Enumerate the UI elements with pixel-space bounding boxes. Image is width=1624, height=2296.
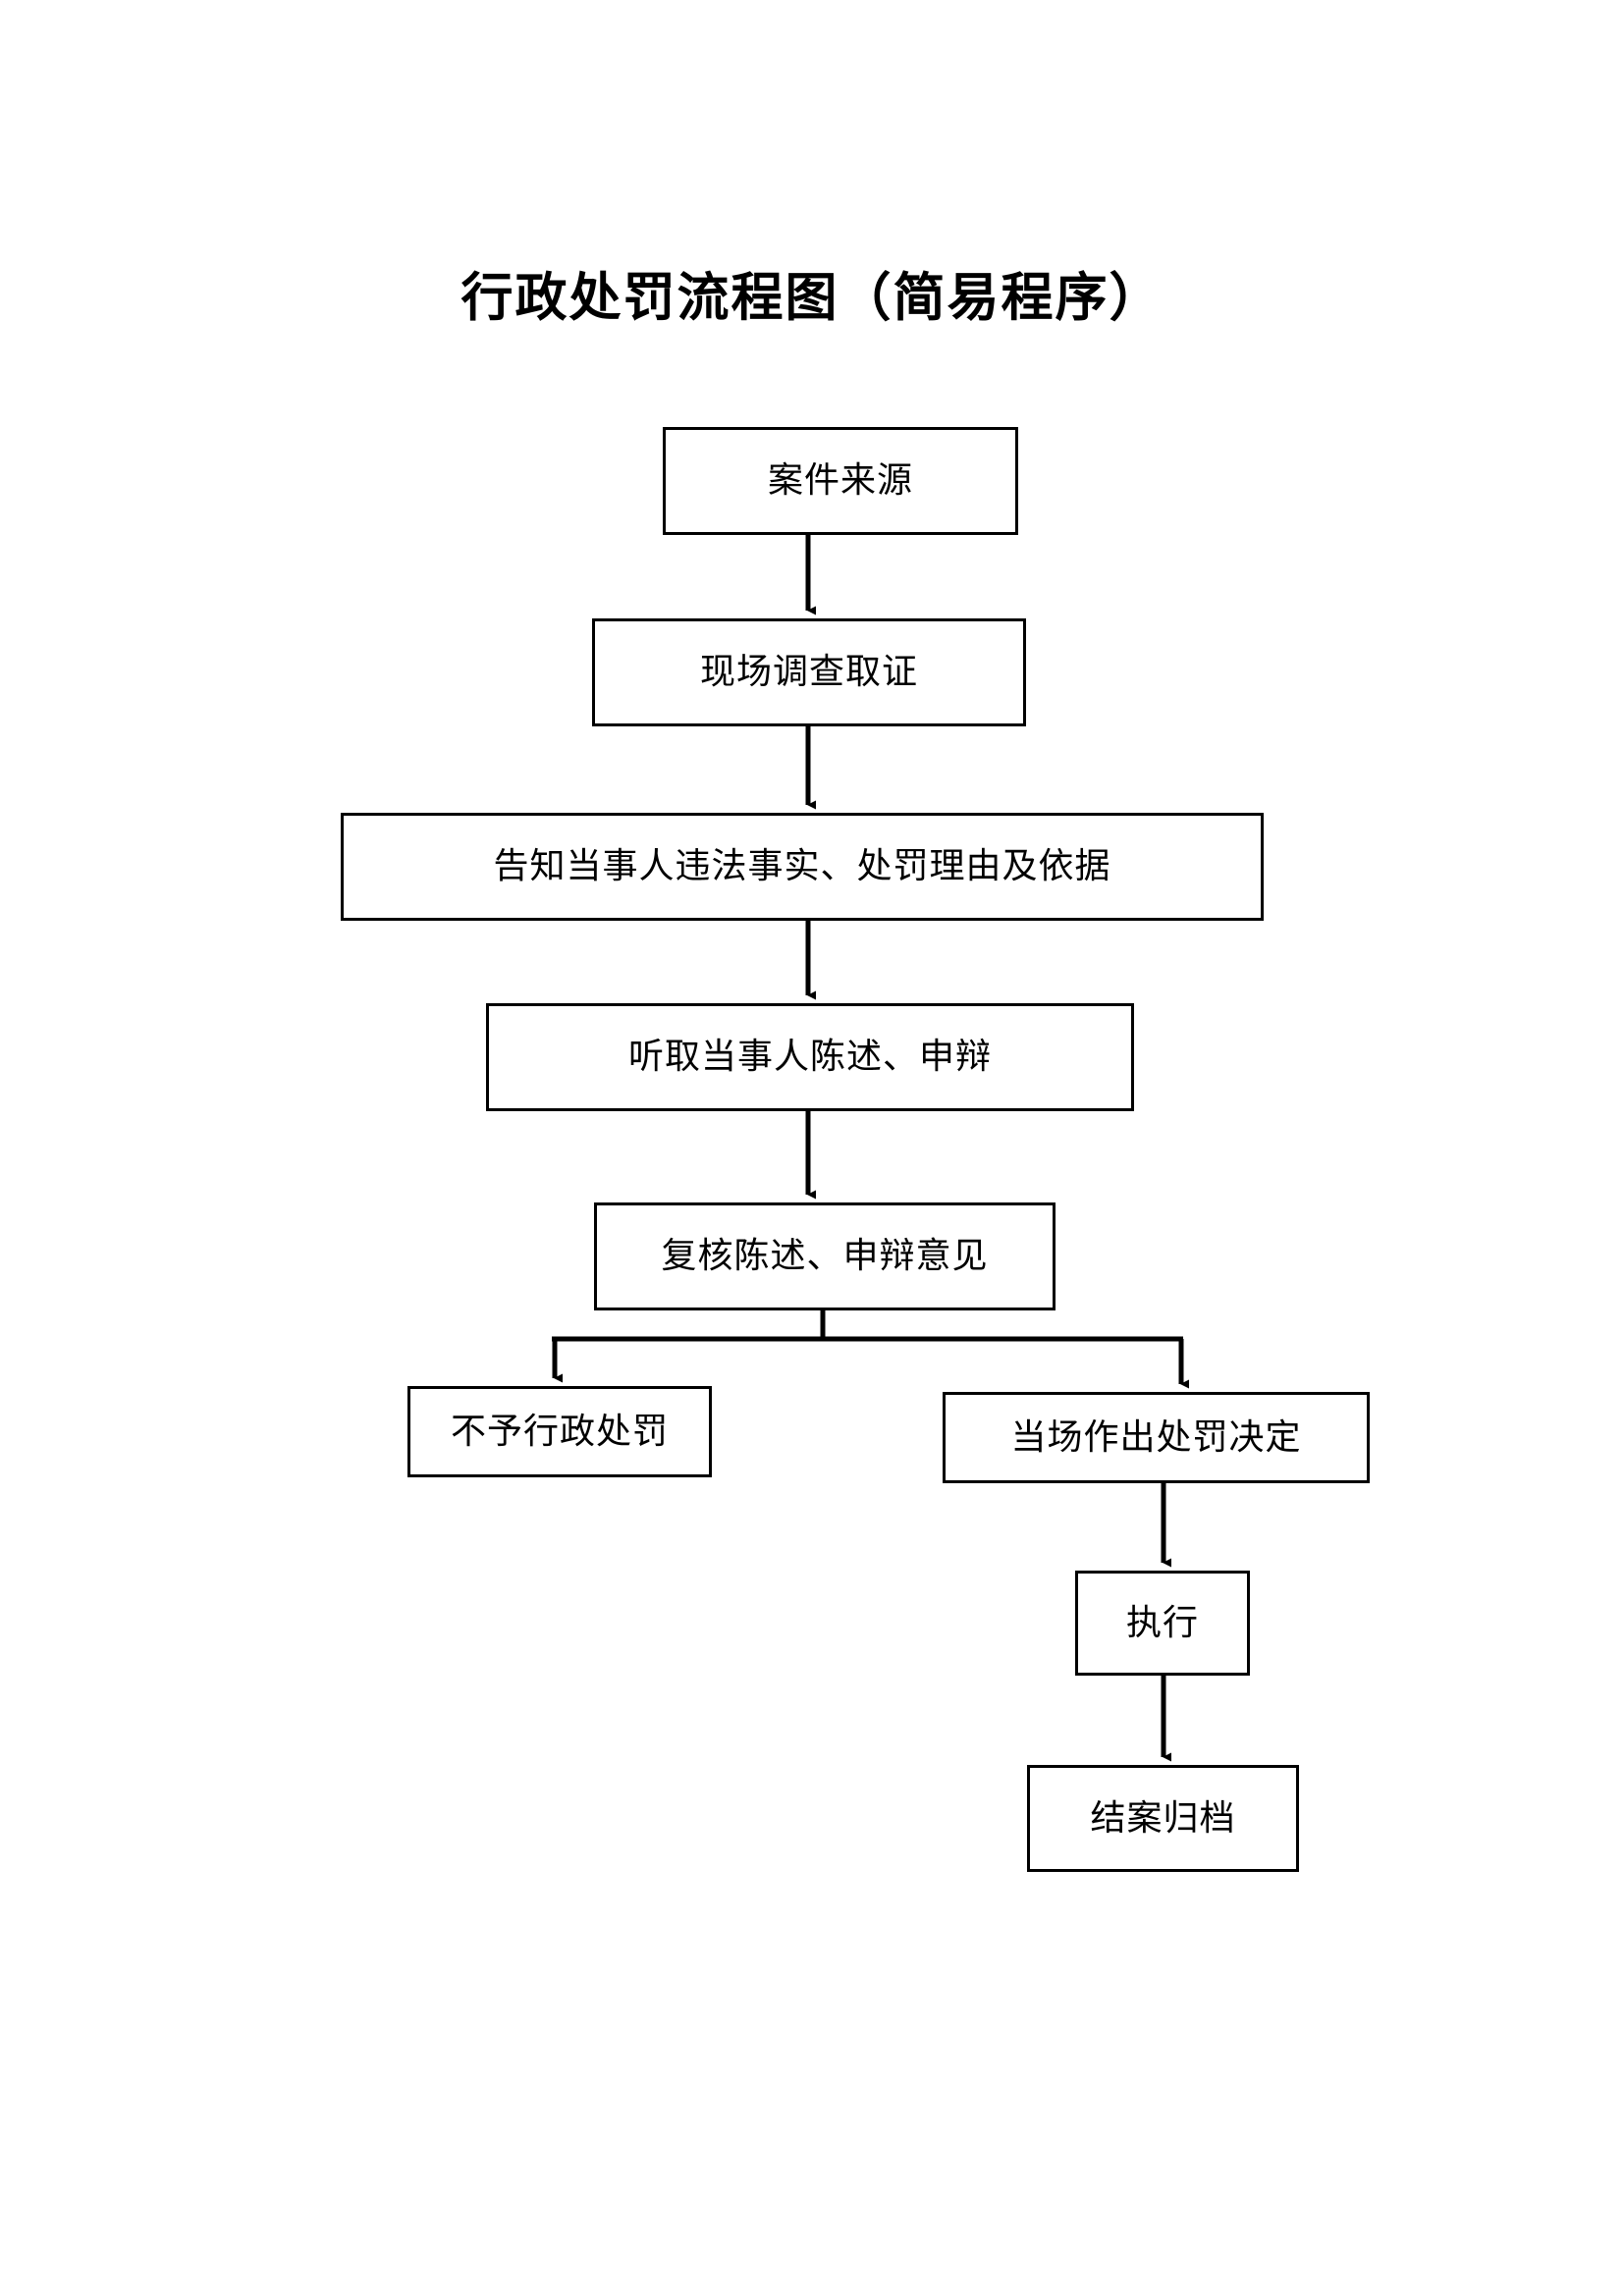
node-no-penalty[interactable]: 不予行政处罚 — [407, 1386, 712, 1477]
page-title: 行政处罚流程图（简易程序） — [460, 268, 1164, 328]
node-review-opinions[interactable]: 复核陈述、申辩意见 — [594, 1202, 1056, 1310]
node-notify-party[interactable]: 告知当事人违法事实、处罚理由及依据 — [341, 813, 1264, 921]
node-case-source[interactable]: 案件来源 — [663, 427, 1018, 535]
node-execute[interactable]: 执行 — [1075, 1571, 1250, 1676]
node-onsite-investigation[interactable]: 现场调查取证 — [592, 618, 1026, 726]
node-onsite-penalty-decision[interactable]: 当场作出处罚决定 — [943, 1392, 1370, 1483]
node-close-and-archive[interactable]: 结案归档 — [1027, 1765, 1299, 1872]
node-hear-statement-defense[interactable]: 听取当事人陈述、申辩 — [486, 1003, 1134, 1111]
